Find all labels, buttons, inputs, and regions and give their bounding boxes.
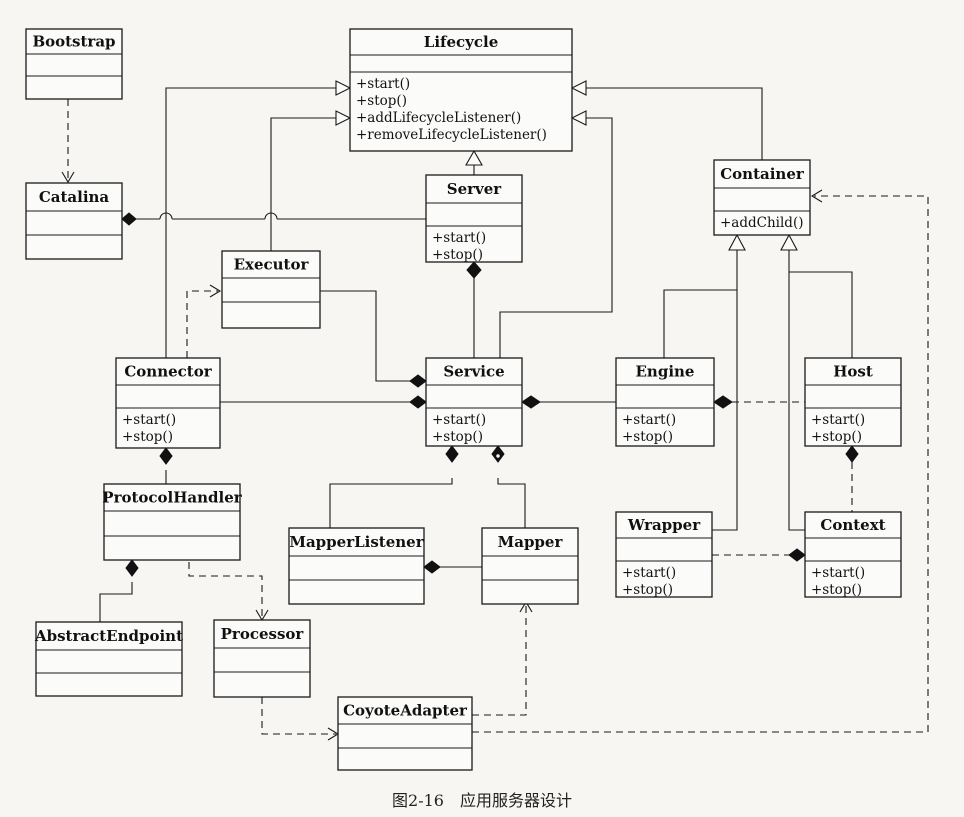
coyoteadapter-container-dependency: [472, 195, 929, 733]
executor-class-box: Executor: [221, 250, 321, 329]
class-box-frame: [35, 621, 183, 697]
class-method: +start(): [811, 412, 865, 428]
class-name: Processor: [221, 625, 305, 643]
class-name: Bootstrap: [32, 33, 115, 51]
class-box-frame: [25, 28, 123, 100]
protocolhandler-processor-dependency: [188, 562, 263, 618]
connector-class-box: Connector +start()+stop(): [115, 357, 221, 449]
class-method: +stop(): [432, 429, 483, 445]
class-method: +start(): [622, 565, 676, 581]
service-class-box: Service +start()+stop(): [425, 357, 523, 447]
service-mapper-aggregation: [497, 478, 526, 528]
class-method: +stop(): [811, 429, 862, 445]
class-method: +start(): [622, 412, 676, 428]
executor-lifecycle-generalization: [270, 117, 336, 251]
arrow-head: [61, 171, 75, 184]
wrapper-container-generalization: [712, 290, 738, 531]
context-class-box: Context +start()+stop(): [804, 511, 902, 598]
connector-lifecycle-generalization: [165, 87, 336, 358]
host-container-generalization: [788, 250, 853, 358]
class-box-frame: [25, 182, 123, 260]
class-box-frame: [213, 619, 311, 698]
class-box-frame: [804, 357, 902, 447]
class-box-frame: [481, 527, 579, 605]
class-box-frame: [349, 28, 573, 152]
class-name: CoyoteAdapter: [343, 702, 468, 720]
class-name: Context: [820, 516, 885, 534]
processor-coyoteadapter-dependency: [261, 697, 336, 735]
class-name: ProtocolHandler: [102, 489, 242, 507]
service-lifecycle-generalization: [499, 117, 613, 358]
protocolhandler-endpoint-composition: [99, 582, 133, 622]
wrapper-class-box: Wrapper +start()+stop(): [615, 511, 713, 598]
class-box-frame: [288, 527, 425, 605]
figure-caption: 图2-16 应用服务器设计: [392, 791, 572, 810]
relationship-lines: [61, 80, 929, 741]
class-box-frame: [425, 357, 523, 447]
class-box-frame: [615, 511, 713, 598]
class-name: Lifecycle: [424, 33, 498, 51]
protocol-handler-class-box: ProtocolHandler: [102, 483, 243, 561]
class-name: AbstractEndpoint: [34, 627, 183, 645]
server-class-box: Server +start()+stop(): [425, 174, 523, 263]
mapper-listener-class-box: MapperListener: [288, 527, 425, 605]
class-method: +stop(): [622, 582, 673, 598]
class-method: +start(): [122, 412, 176, 428]
class-name: Executor: [234, 256, 310, 274]
class-name: Server: [447, 180, 503, 198]
class-method: +start(): [432, 230, 486, 246]
class-box-frame: [804, 511, 902, 598]
class-box-frame: [221, 250, 321, 329]
class-method: +stop(): [811, 582, 862, 598]
class-method: +addLifecycleListener(): [356, 110, 521, 126]
catalina-class-box: Catalina: [25, 182, 123, 260]
class-method: +start(): [432, 412, 486, 428]
class-box-frame: [115, 357, 221, 449]
class-box-frame: [425, 174, 523, 263]
engine-container-generalization: [663, 250, 738, 358]
class-box-frame: [615, 357, 715, 447]
class-method: +stop(): [432, 247, 483, 263]
class-method: +addChild(): [720, 215, 803, 231]
engine-class-box: Engine +start()+stop(): [615, 357, 715, 447]
class-name: Engine: [636, 363, 695, 381]
class-name: Service: [443, 363, 504, 381]
service-mapperlistener-composition: [329, 478, 453, 528]
coyoteadapter-mapper-dependency: [472, 604, 527, 716]
container-class-box: Container +addChild(): [713, 159, 811, 236]
container-lifecycle-generalization: [586, 87, 763, 160]
host-class-box: Host +start()+stop(): [804, 357, 902, 447]
class-box-frame: [103, 483, 241, 561]
class-name: Container: [720, 165, 805, 183]
context-container-generalization: [788, 272, 805, 531]
lifecycle-class-box: Lifecycle +start()+stop()+addLifecycleLis…: [349, 28, 573, 152]
class-method: +removeLifecycleListener(): [356, 127, 547, 143]
class-method: +start(): [356, 76, 410, 92]
coyote-adapter-class-box: CoyoteAdapter: [337, 696, 473, 771]
bootstrap-class-box: Bootstrap: [25, 28, 123, 100]
connector-executor-dependency: [186, 290, 218, 358]
class-name: MapperListener: [289, 533, 424, 551]
service-executor-composition: [290, 290, 410, 382]
class-method: +start(): [811, 565, 865, 581]
class-name: Mapper: [498, 533, 564, 551]
class-name: Catalina: [39, 188, 110, 206]
class-name: Wrapper: [627, 516, 701, 534]
class-box-frame: [337, 696, 473, 771]
class-name: Connector: [124, 363, 212, 381]
class-box-frame: [713, 159, 811, 236]
class-method: +stop(): [622, 429, 673, 445]
class-name: Host: [833, 363, 873, 381]
mapper-class-box: Mapper: [481, 527, 579, 605]
class-method: +stop(): [122, 429, 173, 445]
class-method: +stop(): [356, 93, 407, 109]
abstract-endpoint-class-box: AbstractEndpoint: [34, 621, 183, 697]
processor-class-box: Processor: [213, 619, 311, 698]
